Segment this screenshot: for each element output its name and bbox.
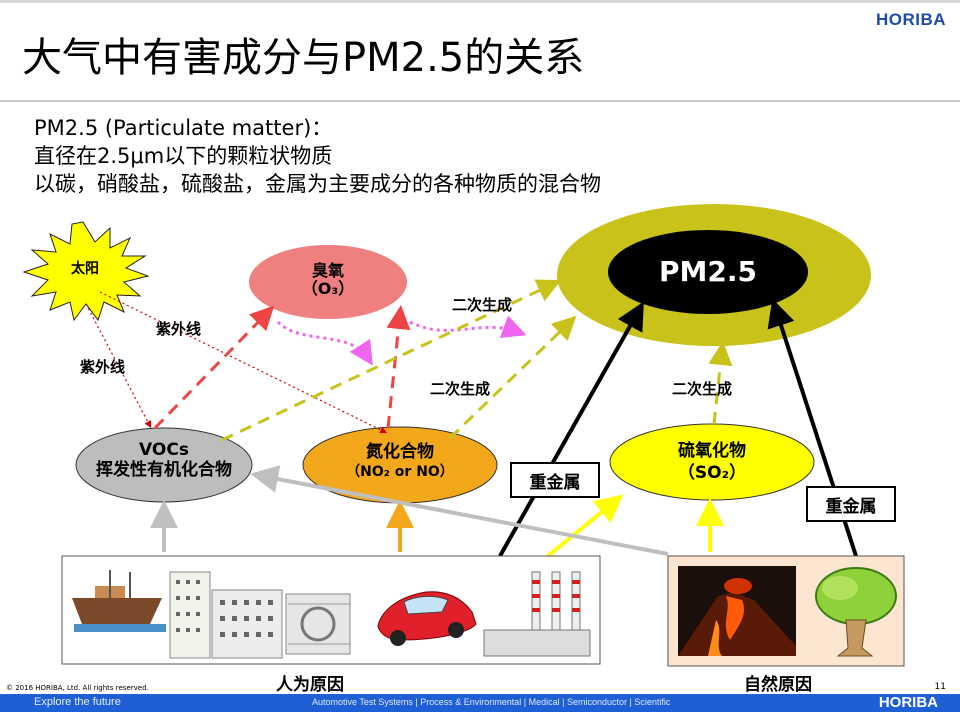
secondary-label-2: 二次生成 — [430, 380, 491, 398]
car-icon — [377, 591, 477, 646]
top-border — [0, 0, 960, 3]
footer-tagline: Explore the future — [34, 696, 121, 708]
intro-line-1: PM2.5 (Particulate matter)： — [34, 116, 333, 140]
natural-to-vocs-arrow — [250, 465, 669, 556]
human-causes-label: 人为原因 — [276, 675, 344, 695]
intro-line-2: 直径在2.5μm以下的颗粒状物质 — [34, 144, 333, 168]
nox-name: 氮化合物 — [366, 442, 434, 462]
sun-icon — [22, 221, 150, 322]
title-divider — [0, 100, 960, 102]
page-number: 11 — [934, 682, 946, 692]
office-building-icon — [169, 571, 283, 659]
ozone-to-pm-arrow — [409, 315, 527, 339]
vocs-to-ozone-arrow — [153, 305, 275, 430]
footer-divisions: Automotive Test Systems | Process & Envi… — [312, 697, 671, 707]
secondary-label-1: 二次生成 — [452, 296, 513, 314]
uv-label-1: 紫外线 — [156, 320, 202, 338]
footer-brand-logo: HORIBA — [878, 694, 938, 711]
nox-label: 氮化合物 （NO₂ or NO） — [320, 442, 480, 482]
vocs-label: VOCs 挥发性有机化合物 — [74, 440, 254, 480]
diagram-graphics — [22, 202, 905, 667]
pm25-core — [608, 230, 808, 314]
vocs-full: 挥发性有机化合物 — [96, 460, 232, 480]
power-plant-icon — [483, 571, 591, 657]
sox-formula: （SO₂） — [677, 463, 747, 483]
tree-icon — [815, 567, 897, 657]
footer-bar: Explore the future Automotive Test Syste… — [0, 694, 960, 712]
human-heavy-metal-arrow — [498, 301, 644, 557]
nox-formula: （NO₂ or NO） — [346, 464, 454, 480]
vocs-abbr: VOCs — [139, 440, 189, 460]
ozone-loop-arrow — [276, 320, 373, 366]
heavy-metal-box-1: 重金属 — [510, 462, 600, 498]
relationship-diagram: 太阳 臭氧 （O₃） PM2.5 VOCs 挥发性有机化合物 氮化合物 （NO₂… — [0, 200, 960, 700]
sox-name: 硫氧化物 — [678, 441, 746, 461]
intro-line-3: 以碳，硝酸盐，硫酸盐，金属为主要成分的各种物质的混合物 — [34, 172, 601, 196]
nox-to-ozone-arrow — [386, 305, 411, 429]
human-to-sox-arrow — [546, 494, 624, 558]
brand-logo: HORIBA — [875, 10, 946, 29]
ozone-node — [247, 243, 409, 321]
factory-icon — [285, 593, 351, 655]
natural-causes-label: 自然原因 — [744, 675, 812, 695]
ozone-name: 臭氧 — [311, 261, 344, 280]
heavy-metal-box-2: 重金属 — [806, 486, 896, 522]
sox-to-pm-arrow — [708, 341, 733, 425]
volcano-icon — [678, 566, 796, 656]
sox-label: 硫氧化物 （SO₂） — [630, 440, 794, 484]
intro-text: PM2.5 (Particulate matter)： 直径在2.5μm以下的颗… — [34, 114, 601, 198]
ozone-label: 臭氧 （O₃） — [278, 262, 378, 298]
uv-label-2: 紫外线 — [80, 358, 126, 376]
nox-to-pm-arrow — [448, 315, 577, 440]
ship-icon — [72, 570, 166, 632]
secondary-label-3: 二次生成 — [672, 380, 733, 398]
ozone-formula: （O₃） — [301, 279, 355, 298]
sun-label: 太阳 — [71, 261, 99, 277]
vocs-to-pm-arrow — [221, 279, 562, 442]
pm25-label: PM2.5 — [659, 255, 757, 288]
slide-title: 大气中有害成分与PM2.5的关系 — [22, 35, 585, 81]
copyright-text: © 2016 HORIBA, Ltd. All rights reserved. — [6, 684, 149, 692]
